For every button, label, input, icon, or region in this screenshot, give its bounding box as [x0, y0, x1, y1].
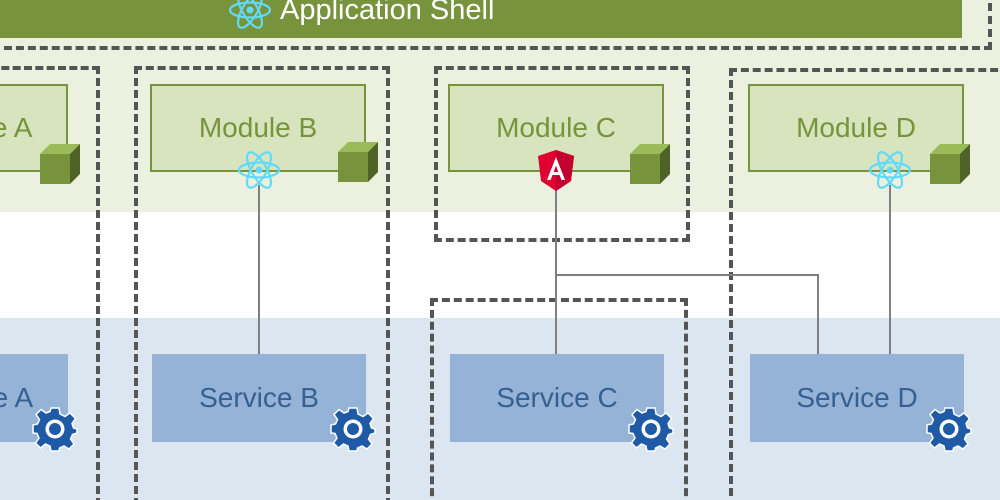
react-icon — [237, 151, 281, 189]
application-shell-bar: Application Shell — [0, 0, 962, 38]
module-a-label: Module A — [0, 112, 33, 143]
service-b-label: Service B — [199, 382, 319, 413]
gear-icon — [32, 407, 78, 452]
boundary-c-backend — [430, 298, 688, 500]
application-shell-title: Application Shell — [280, 0, 495, 26]
connector-module-c-service-d — [556, 274, 819, 354]
cube-icon — [40, 144, 80, 184]
module-b: Module B — [150, 84, 366, 172]
boundary-c-frontend — [434, 66, 690, 242]
gear-icon — [628, 407, 674, 452]
angular-icon — [538, 150, 574, 191]
service-d-label: Service D — [796, 382, 918, 413]
module-b-label: Module B — [198, 112, 318, 143]
cube-icon — [338, 142, 378, 182]
module-d-label: Module D — [796, 112, 916, 143]
module-c-label: Module C — [496, 112, 616, 143]
boundary-b — [134, 66, 390, 500]
gear-icon — [330, 407, 376, 452]
service-a-label: Service A — [0, 382, 34, 413]
module-a: Module A — [0, 84, 68, 172]
boundary-d — [729, 68, 1000, 500]
service-c-label: Service C — [496, 382, 618, 413]
react-icon — [868, 151, 912, 189]
boundary-a — [0, 66, 100, 500]
gear-icon — [926, 407, 972, 452]
cube-icon — [630, 144, 670, 184]
shell-boundary — [0, 0, 992, 50]
react-icon — [228, 0, 272, 29]
module-c: Module C — [448, 84, 664, 172]
module-d: Module D — [748, 84, 964, 172]
cube-icon — [930, 144, 970, 184]
